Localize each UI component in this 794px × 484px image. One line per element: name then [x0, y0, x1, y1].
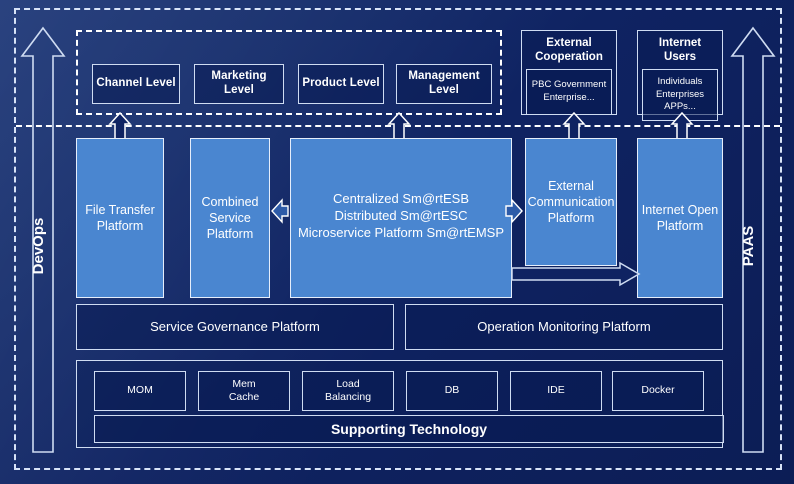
tech-box-mem-cache[interactable]: Mem Cache	[198, 371, 290, 411]
tech-label-line-1: Mem	[232, 378, 256, 390]
tech-label: Docker	[641, 384, 675, 397]
level-box-marketing[interactable]: Marketing Level	[194, 64, 284, 104]
tech-label-line-1: Load	[336, 378, 360, 390]
platform-label-line-1: Centralized Sm@rtESB	[332, 191, 470, 206]
up-arrow-icon	[20, 26, 66, 453]
level-label: Channel Level	[96, 77, 176, 90]
internet-users-body: Individuals Enterprises APPs...	[642, 68, 718, 121]
connector-up-arrow-external-comm	[562, 111, 586, 140]
platform-label: Internet Open Platform	[641, 202, 719, 233]
platform-label-line-2: Distributed Sm@rtESC	[334, 207, 468, 223]
platform-block-file-transfer[interactable]: File Transfer Platform	[76, 138, 164, 298]
level-box-management[interactable]: Management Level	[396, 64, 492, 104]
arrow-right-long-icon	[511, 261, 641, 287]
supporting-technology-bar[interactable]: Supporting Technology	[94, 415, 724, 443]
management-box-service-governance[interactable]: Service Governance Platform	[76, 304, 394, 350]
platform-label: Combined Service Platform	[201, 194, 259, 242]
external-cooperation-body-text: PBC Government Enterprise...	[531, 79, 607, 103]
outer-dashed-frame	[14, 8, 782, 470]
tech-label: IDE	[547, 384, 565, 397]
platform-label-line-3: Microservice Platform Sm@rtEMSP	[297, 224, 505, 240]
tech-box-mom[interactable]: MOM	[94, 371, 186, 411]
internet-users-card[interactable]: Internet Users Individuals Enterprises A…	[637, 30, 723, 121]
supporting-technology-label: Supporting Technology	[330, 420, 488, 437]
external-cooperation-body: PBC Government Enterprise...	[526, 68, 612, 115]
up-arrow-icon	[730, 26, 776, 453]
tech-label-line-2: Balancing	[324, 391, 372, 404]
tech-box-ide[interactable]: IDE	[510, 371, 602, 411]
level-box-channel[interactable]: Channel Level	[92, 64, 180, 104]
arrow-left-icon	[271, 198, 289, 224]
internet-users-body-text: Individuals Enterprises APPs...	[655, 76, 705, 112]
connector-up-arrow-esb	[387, 111, 411, 140]
connector-up-arrow-file-transfer	[108, 111, 132, 140]
devops-label: DevOps	[30, 218, 47, 275]
level-box-product[interactable]: Product Level	[298, 64, 384, 104]
external-cooperation-title: External Cooperation	[535, 37, 603, 64]
platform-block-external-communication[interactable]: External Communication Platform	[525, 138, 617, 266]
tech-label: MOM	[127, 384, 153, 397]
platform-block-internet-open[interactable]: Internet Open Platform	[637, 138, 723, 298]
management-label: Service Governance Platform	[150, 319, 320, 335]
tech-box-docker[interactable]: Docker	[612, 371, 704, 411]
management-label: Operation Monitoring Platform	[477, 319, 651, 335]
paas-rail: PAAS	[730, 26, 776, 453]
internet-users-title: Internet Users	[658, 37, 702, 64]
tech-box-load-balancing[interactable]: Load Balancing	[302, 371, 394, 411]
management-box-operation-monitoring[interactable]: Operation Monitoring Platform	[405, 304, 723, 350]
connector-up-arrow-internet-open	[670, 111, 694, 140]
paas-label: PAAS	[740, 226, 757, 267]
platform-label: File Transfer Platform	[85, 202, 155, 233]
tech-box-db[interactable]: DB	[406, 371, 498, 411]
arrow-right-icon	[505, 198, 523, 224]
devops-rail: DevOps	[20, 26, 66, 453]
tech-label-line-2: Cache	[228, 391, 260, 404]
level-label: Management Level	[408, 70, 480, 96]
level-label: Product Level	[302, 77, 380, 90]
level-label: Marketing Level	[211, 70, 267, 96]
external-cooperation-card[interactable]: External Cooperation PBC Government Ente…	[521, 30, 617, 115]
platform-label: External Communication Platform	[527, 178, 615, 226]
business-levels-group	[76, 30, 502, 115]
platform-block-esb-esc-emsp[interactable]: Centralized Sm@rtESB Distributed Sm@rtES…	[290, 138, 512, 298]
platform-block-combined-service[interactable]: Combined Service Platform	[190, 138, 270, 298]
tech-label: DB	[444, 384, 460, 397]
